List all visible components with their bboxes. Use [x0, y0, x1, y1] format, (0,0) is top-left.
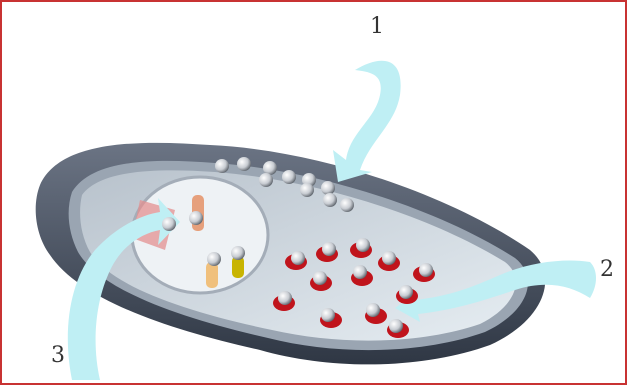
inner-chamber [132, 177, 268, 293]
white-particle [282, 170, 296, 184]
label-3: 3 [51, 343, 65, 368]
white-particle [300, 183, 314, 197]
white-particle [231, 246, 245, 260]
white-particle [340, 198, 354, 212]
label-1: 1 [370, 14, 384, 39]
white-particle [237, 157, 251, 171]
white-particle [323, 193, 337, 207]
label-2: 2 [600, 257, 614, 282]
white-particle [263, 161, 277, 175]
white-particle [162, 217, 176, 231]
white-particle [259, 173, 273, 187]
white-particle [321, 181, 335, 195]
arrow-1 [333, 61, 401, 182]
white-particle [215, 159, 229, 173]
orange-rod [206, 262, 218, 288]
white-particle [189, 211, 203, 225]
white-particle [207, 252, 221, 266]
